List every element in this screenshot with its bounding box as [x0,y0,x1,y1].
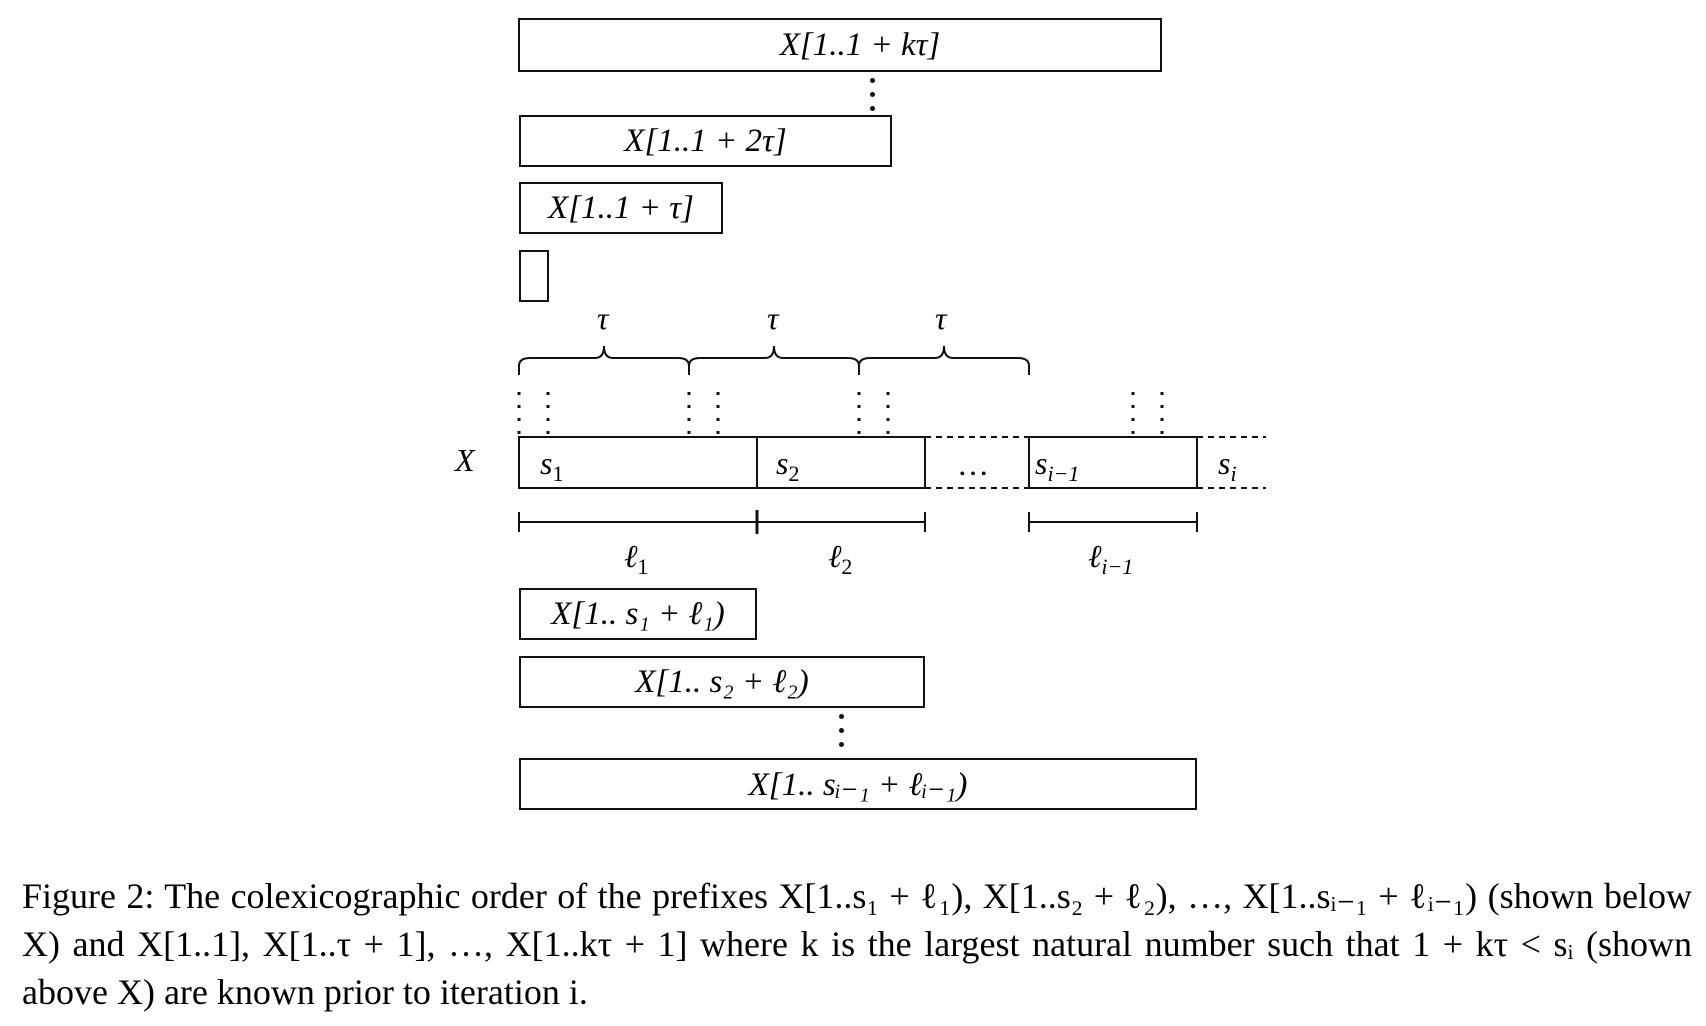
segment-s1: s1 [540,445,564,486]
prefix-label: X[1.. s₁ + ℓ₁) [551,595,725,632]
length-l1: ℓ1 [624,538,649,579]
prefix-box-k-tau: X[1..1 + kτ] [518,18,1162,72]
brace-2 [688,345,860,375]
prefix-box-s-i-minus-1: X[1.. sᵢ₋₁ + ℓᵢ₋₁) [519,758,1197,810]
brace-3 [858,345,1030,375]
vertical-ellipsis-bottom [839,714,845,756]
prefix-label: X[1.. sᵢ₋₁ + ℓᵢ₋₁) [748,767,968,803]
segment-s2: s2 [776,445,800,486]
prefix-label: X[1.. s₂ + ℓ₂) [635,663,809,700]
tau-label-3: τ [935,300,947,336]
prefix-box-s2-l2: X[1.. s₂ + ℓ₂) [519,656,925,708]
prefix-label: X[1..1 + kτ] [779,26,941,63]
prefix-label: X[1..1 + 2τ] [624,122,787,159]
prefix-box-s1-l1: X[1.. s₁ + ℓ₁) [519,588,757,640]
vertical-ellipsis-top [870,78,876,120]
figure-caption: Figure 2: The colexicographic order of t… [22,876,1692,1012]
string-x-label: X [455,442,475,478]
tau-label-1: τ [597,300,609,336]
prefix-box-tau: X[1..1 + τ] [519,182,723,234]
prefix-label: X[1..1 + τ] [548,189,694,226]
segment-s-i: si [1218,445,1237,486]
prefix-box-1 [519,250,549,302]
prefix-box-2tau: X[1..1 + 2τ] [519,115,892,167]
tau-label-2: τ [767,300,779,336]
brace-1 [518,345,690,375]
segment-s-i-minus-1: si−1 [1035,445,1080,486]
length-l-i-minus-1: ℓi−1 [1088,538,1134,579]
length-l2: ℓ2 [828,538,853,579]
segment-ellipsis: … [957,446,989,482]
